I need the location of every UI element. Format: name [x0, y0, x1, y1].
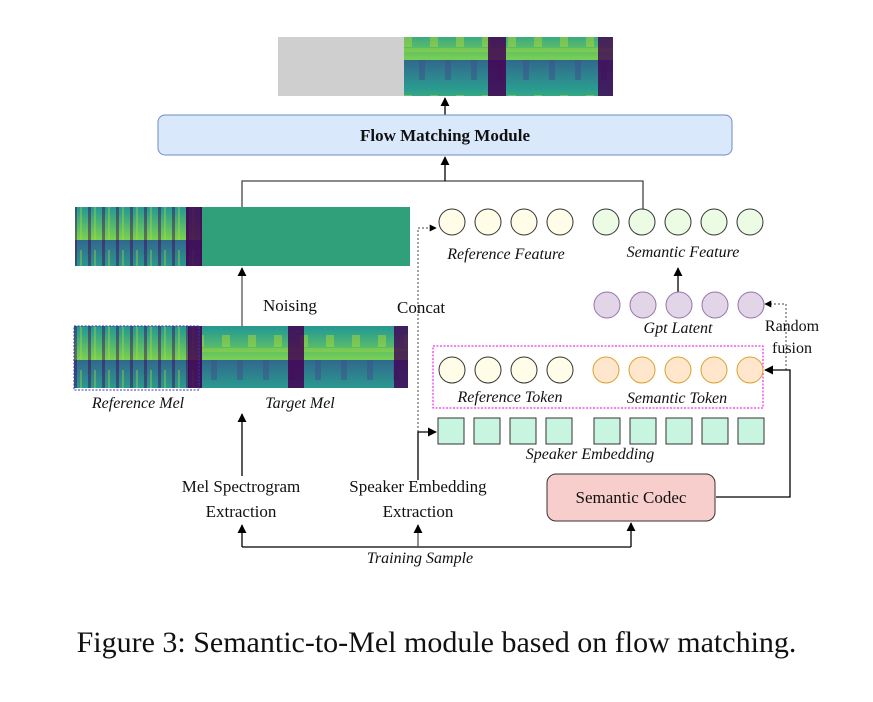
semantic-token-circle	[664, 356, 692, 384]
gpt-latent-group	[593, 291, 765, 319]
speaker-embedding-connector	[417, 427, 437, 480]
gpt-latent-circle	[737, 291, 765, 319]
concat-label: Concat	[397, 298, 445, 317]
reference-feature-circle	[510, 208, 538, 236]
semantic-feature-label: Semantic Feature	[627, 244, 740, 261]
reference-token-circle	[474, 356, 502, 384]
semantic-token-label: Semantic Token	[627, 390, 727, 407]
semantic-feature-circle	[664, 208, 692, 236]
noised-spectrogram	[75, 207, 410, 266]
concat-connector	[417, 224, 437, 480]
semantic-token-circle	[736, 356, 764, 384]
gpt-latent-circle	[629, 291, 657, 319]
reference-token-circle	[510, 356, 538, 384]
semantic-feature-circle	[736, 208, 764, 236]
speaker-embedding-square	[545, 417, 573, 445]
generated-mel	[404, 37, 613, 96]
semantic-token-circle	[628, 356, 656, 384]
noised-reference-part	[75, 207, 202, 266]
semantic-feature-circle	[628, 208, 656, 236]
reference-feature-group	[438, 208, 574, 236]
random-fusion-label-line1: Random	[765, 318, 820, 335]
reference-mel-image	[74, 326, 202, 388]
gpt-latent-circle	[701, 291, 729, 319]
speaker-embedding-square	[509, 417, 537, 445]
speaker-embedding-square	[701, 417, 729, 445]
reference-token-circle	[546, 356, 574, 384]
speaker-embedding-square	[737, 417, 765, 445]
mel-extraction-label-line1: Mel Spectrogram	[182, 477, 301, 496]
reference-feature-circle	[474, 208, 502, 236]
random-fusion-label-line2: fusion	[772, 340, 812, 357]
mel-extraction-label-line2: Extraction	[206, 502, 277, 521]
semantic-feature-circle	[592, 208, 620, 236]
token-group-border	[432, 345, 764, 409]
reference-feature-label: Reference Feature	[446, 246, 564, 263]
speaker-extraction-label-line1: Speaker Embedding	[349, 477, 487, 496]
speaker-embedding-square	[665, 417, 693, 445]
masked-region	[278, 37, 404, 96]
semantic-token-circle	[700, 356, 728, 384]
semantic-token-group	[592, 356, 764, 384]
gpt-latent-circle	[665, 291, 693, 319]
mel-spectrograms	[73, 325, 408, 391]
speaker-embedding-label: Speaker Embedding	[526, 446, 654, 463]
target-mel-image	[202, 326, 408, 388]
noise-part	[202, 207, 410, 266]
reference-token-label: Reference Token	[457, 389, 563, 406]
output-spectrogram	[278, 37, 613, 96]
gpt-latent-circle	[593, 291, 621, 319]
semantic-codec-module: Semantic Codec	[546, 473, 716, 522]
target-mel-label: Target Mel	[265, 395, 335, 412]
noising-label: Noising	[263, 296, 317, 315]
flow-matching-module: Flow Matching Module	[157, 114, 733, 156]
semantic-codec-label: Semantic Codec	[576, 488, 687, 507]
reference-feature-circle	[546, 208, 574, 236]
merge-connector	[241, 180, 644, 210]
training-sample-label: Training Sample	[367, 550, 473, 567]
semantic-token-circle	[592, 356, 620, 384]
speaker-embedding-square	[629, 417, 657, 445]
speaker-extraction-label-line2: Extraction	[383, 502, 454, 521]
reference-token-group	[438, 356, 574, 384]
reference-token-circle	[438, 356, 466, 384]
speaker-embedding-square	[437, 417, 465, 445]
semantic-feature-circle	[700, 208, 728, 236]
flow-matching-label: Flow Matching Module	[360, 126, 530, 145]
reference-feature-circle	[438, 208, 466, 236]
codec-to-token-connector	[716, 365, 791, 498]
speaker-embedding-square	[473, 417, 501, 445]
random-fusion-connector	[764, 300, 787, 370]
reference-mel-label: Reference Mel	[91, 395, 185, 412]
speaker-embedding-group	[437, 417, 765, 445]
speaker-embedding-square	[593, 417, 621, 445]
figure-caption: Figure 3: Semantic-to-Mel module based o…	[76, 626, 797, 659]
semantic-feature-group	[592, 208, 764, 236]
gpt-latent-label: Gpt Latent	[644, 320, 713, 337]
